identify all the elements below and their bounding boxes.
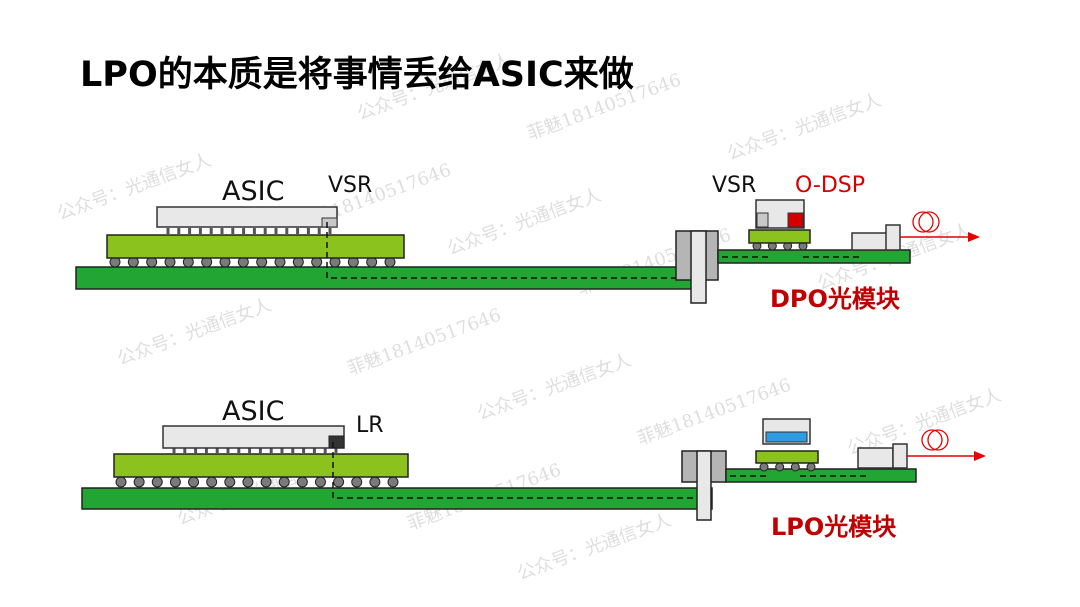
micro-bump [198, 228, 202, 234]
micro-bump [334, 448, 338, 454]
solder-ball [133, 476, 145, 488]
solder-ball [351, 476, 363, 488]
solder-ball [169, 476, 181, 488]
fiber-coil-icon [921, 429, 943, 451]
micro-bump [237, 448, 241, 454]
module-vsr-block [756, 212, 769, 228]
watermark: 公众号：光通信女人 [515, 510, 674, 585]
lr-label: LR [356, 413, 384, 438]
asic-substrate [106, 234, 405, 259]
watermark: 菲魅18140517646 [345, 305, 504, 380]
asic-chip [162, 425, 345, 449]
micro-bump [215, 448, 219, 454]
solder-ball [387, 476, 399, 488]
solder-ball [790, 462, 800, 472]
solder-ball [242, 476, 254, 488]
o-dsp-block [787, 212, 804, 228]
micro-bump [242, 228, 246, 234]
micro-bump [226, 448, 230, 454]
optical-engine [851, 232, 889, 251]
vsr-serdes-block [321, 217, 338, 228]
lpo-module-label: LPO光模块 [771, 513, 896, 541]
dpo-diagram: ASIC VSR VSR O-DSP DPO光模块 [75, 173, 980, 313]
asic-label: ASIC [222, 396, 284, 427]
asic-bumps [172, 448, 338, 454]
module-edge-connector [690, 230, 707, 304]
solder-ball [314, 476, 326, 488]
solder-ball [333, 476, 345, 488]
optical-port [892, 443, 908, 469]
micro-bump [280, 448, 284, 454]
solder-ball [775, 462, 785, 472]
micro-bump [323, 448, 327, 454]
solder-ball [296, 476, 308, 488]
solder-ball [151, 476, 163, 488]
micro-bump [194, 448, 198, 454]
solder-ball [806, 462, 816, 472]
micro-bump [204, 448, 208, 454]
fiber-coil-icon [918, 211, 940, 233]
micro-bump [231, 228, 235, 234]
module-bga-balls [752, 241, 808, 251]
solder-ball [759, 462, 769, 472]
micro-bump [252, 228, 256, 234]
asic-chip [156, 206, 338, 228]
lr-serdes-block [328, 435, 345, 449]
vsr-label: VSR [328, 173, 372, 198]
micro-bump [296, 228, 300, 234]
watermark: 公众号：光通信女人 [475, 350, 634, 425]
micro-bump [317, 228, 321, 234]
micro-bump [188, 228, 192, 234]
dsp-substrate [748, 229, 811, 244]
micro-bump [183, 448, 187, 454]
driver-substrate [755, 450, 819, 464]
watermark: 公众号：光通信女人 [445, 185, 604, 260]
asic-substrate [113, 453, 409, 478]
micro-bump [302, 448, 306, 454]
solder-ball [369, 476, 381, 488]
page-title: LPO的本质是将事情丢给ASIC来做 [80, 55, 634, 95]
arrow-right-icon [968, 232, 980, 242]
fiber-coil-icon [927, 429, 949, 451]
micro-bump [258, 448, 262, 454]
solder-ball [188, 476, 200, 488]
micro-bump [285, 228, 289, 234]
asic-bumps [166, 228, 332, 234]
solder-ball [260, 476, 272, 488]
electrical-trace [332, 442, 712, 499]
watermark: 公众号：光通信女人 [725, 90, 884, 165]
micro-bump [312, 448, 316, 454]
dpo-module-label: DPO光模块 [770, 285, 900, 313]
optical-engine [857, 447, 894, 469]
micro-bump [291, 448, 295, 454]
micro-bump [177, 228, 181, 234]
micro-bump [220, 228, 224, 234]
optical-port [885, 224, 901, 251]
micro-bump [172, 448, 176, 454]
micro-bump [248, 448, 252, 454]
arrow-right-icon [974, 451, 986, 461]
solder-ball [278, 476, 290, 488]
module-vsr-label: VSR [712, 173, 756, 198]
module-edge-connector [696, 450, 712, 521]
solder-ball [206, 476, 218, 488]
micro-bump [269, 448, 273, 454]
o-dsp-label: O-DSP [795, 173, 865, 198]
fiber-coil-icon [912, 211, 934, 233]
micro-bump [274, 228, 278, 234]
micro-bump [263, 228, 267, 234]
linear-driver-block [765, 431, 808, 443]
micro-bump [306, 228, 310, 234]
lpo-diagram: ASIC LR LPO光模块 [81, 396, 986, 541]
asic-label: ASIC [222, 176, 284, 207]
watermark: 公众号：光通信女人 [115, 295, 274, 370]
solder-ball [224, 476, 236, 488]
micro-bump [328, 228, 332, 234]
electrical-trace [326, 222, 693, 279]
solder-ball [115, 476, 127, 488]
module-bga-balls [759, 462, 816, 472]
micro-bump [166, 228, 170, 234]
micro-bump [209, 228, 213, 234]
